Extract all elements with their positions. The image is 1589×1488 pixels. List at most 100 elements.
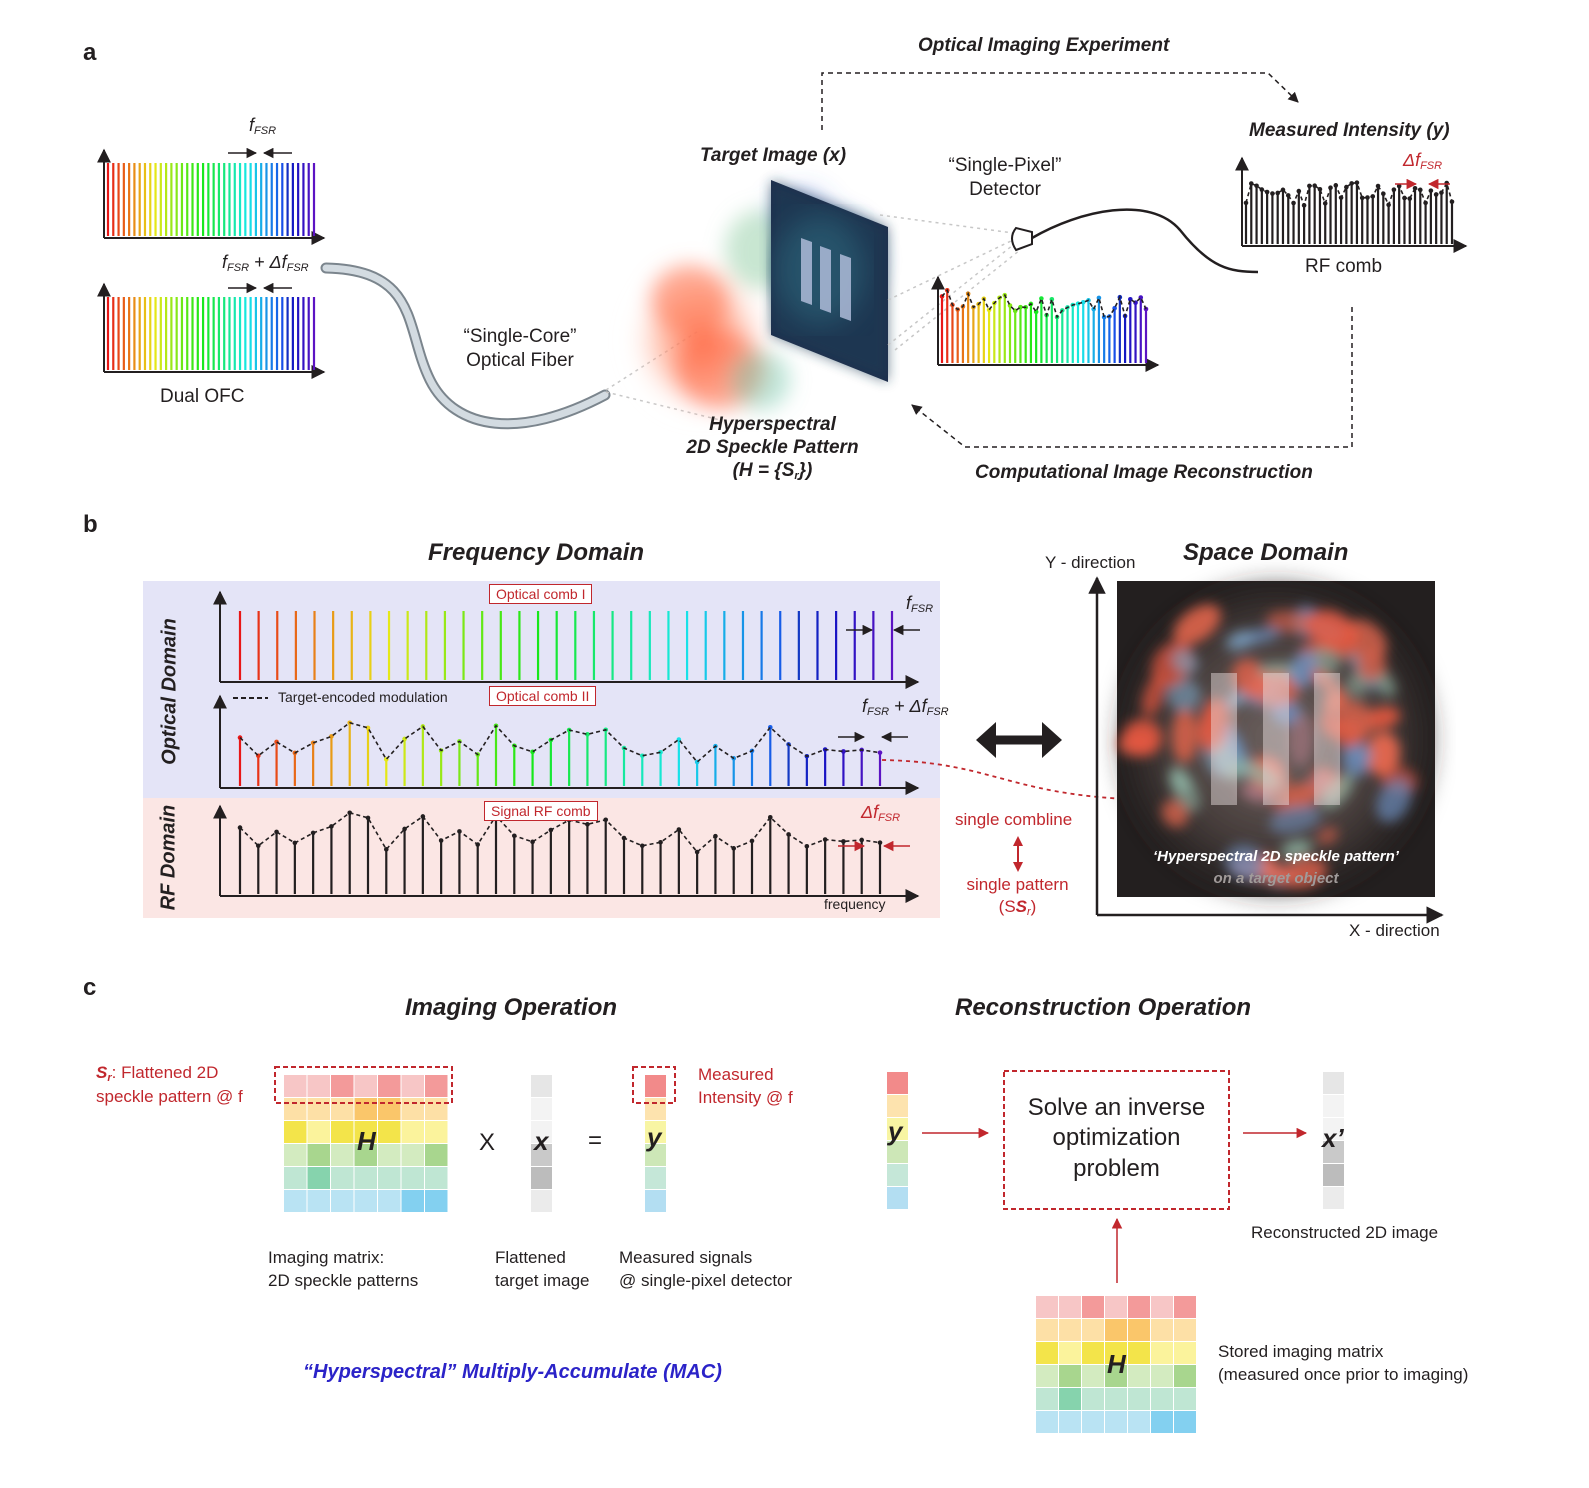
matrix-cell — [1323, 1118, 1344, 1140]
matrix-cell — [531, 1167, 552, 1189]
modulation-envelope — [941, 288, 1147, 319]
matrix-cell — [1059, 1342, 1081, 1364]
matrix-cell — [531, 1075, 552, 1097]
optical-comb-2-lines — [237, 720, 883, 786]
comb-tip — [1101, 314, 1107, 320]
speckle-blob — [1345, 673, 1369, 697]
space-domain-title: Space Domain — [1183, 539, 1349, 566]
measured-signals-caption: Measured signals @ single-pixel detector — [619, 1248, 792, 1290]
matrix-cell — [1036, 1388, 1058, 1410]
speckle-blob — [1321, 773, 1354, 810]
H-symbol-stored: H — [1107, 1349, 1126, 1379]
speckle-pattern-label: Hyperspectral 2D Speckle Pattern (H = {S… — [660, 414, 885, 482]
stored-matrix-caption-1: Stored imaging matrix — [1218, 1342, 1384, 1361]
speckle-line2: 2D Speckle Pattern — [686, 436, 859, 458]
comb-tip — [658, 839, 663, 845]
sr-row-highlight — [274, 1066, 453, 1104]
speckle-blob — [1171, 649, 1199, 675]
matrix-cell — [354, 1121, 377, 1143]
matrix-cell — [331, 1121, 354, 1143]
matrix-cell — [401, 1167, 424, 1189]
measured-vector-y — [645, 1075, 666, 1212]
speckle-blob — [1279, 857, 1328, 888]
experiment-loop-arrow — [821, 72, 1299, 130]
optical-comb-1-tag: Optical comb I — [489, 584, 593, 604]
matrix-cell — [1151, 1365, 1173, 1387]
matrix-cell — [307, 1167, 330, 1189]
speckle-blob — [1225, 630, 1254, 652]
speckle-blob — [1376, 778, 1412, 823]
matrix-cell — [645, 1098, 666, 1120]
comb-tip — [1365, 195, 1370, 200]
fiber-label-line2: Optical Fiber — [466, 349, 574, 371]
matrix-cell — [1128, 1365, 1150, 1387]
matrix-cell — [1151, 1342, 1173, 1364]
matrix-cell — [1036, 1319, 1058, 1341]
speckle-image — [1117, 581, 1435, 897]
matrix-cell — [307, 1121, 330, 1143]
y-symbol: y — [647, 1122, 662, 1152]
speckle-blob — [1142, 676, 1165, 717]
optical-comb-2-axes — [213, 694, 920, 795]
dual-ofc-label: Dual OFC — [160, 386, 245, 407]
matrix-cell — [1323, 1072, 1344, 1094]
matrix-cell — [1174, 1365, 1196, 1387]
speckle-blob — [1316, 827, 1339, 845]
target-object-caption: on a target object — [1213, 870, 1339, 887]
x-prime-symbol: x’ — [1322, 1123, 1344, 1153]
target-plane — [771, 180, 888, 382]
single-pattern-line2: (SSr) — [998, 896, 1037, 918]
single-pattern-label: single pattern (SSr) — [955, 875, 1080, 918]
matrix-cell — [307, 1190, 330, 1212]
matrix-cell — [284, 1144, 307, 1166]
matrix-cell — [378, 1098, 401, 1120]
matrix-cell — [887, 1118, 908, 1140]
reconstructed-caption: Reconstructed 2D image — [1251, 1223, 1439, 1242]
modulation-envelope — [239, 811, 881, 854]
detector-spectrum — [939, 287, 1149, 363]
speckle-caption: ‘Hyperspectral 2D speckle pattern’ — [1153, 848, 1399, 865]
combline-to-pattern-arrow — [881, 759, 1170, 807]
rf-domain-label: RF Domain — [157, 804, 180, 911]
fsr-label-top: fFSR — [249, 115, 277, 137]
x-direction-label: X - direction — [1349, 921, 1440, 940]
speckle-blob — [1234, 758, 1281, 788]
flattened-caption-2: target image — [495, 1270, 590, 1290]
mac-caption: “Hyperspectral” Multiply-Accumulate (MAC… — [303, 1361, 722, 1383]
fiber-label-line1: “Single-Core” — [463, 326, 577, 347]
speckle-blob — [1289, 650, 1319, 688]
stored-matrix-caption-2: (measured once prior to imaging) — [1218, 1364, 1469, 1384]
matrix-cell — [354, 1144, 377, 1166]
speckle-blob — [1198, 698, 1231, 753]
imaging-matrix-caption-1: Imaging matrix: — [268, 1248, 385, 1267]
speckle-blob — [1288, 712, 1314, 767]
matrix-cell — [425, 1190, 448, 1212]
comb-tip — [877, 840, 883, 845]
solver-text-2: optimization — [1052, 1124, 1181, 1152]
matrix-cell — [645, 1190, 666, 1212]
measured-intensity-note: Measured Intensity @ f — [698, 1065, 793, 1107]
panel-a-label: a — [83, 39, 97, 66]
speckle-blob — [1250, 672, 1300, 707]
matrix-cell — [1082, 1411, 1104, 1433]
solver-text: Solve an inverse optimization problem — [1004, 1094, 1229, 1182]
times-symbol: X — [479, 1129, 496, 1156]
matrix-cell — [425, 1121, 448, 1143]
dual-ofc-bottom-axes — [97, 282, 326, 379]
optical-domain-label: Optical Domain — [158, 618, 181, 765]
y-cell-highlight — [632, 1066, 676, 1104]
space-domain-axes — [1088, 576, 1444, 924]
matrix-cell — [1082, 1388, 1104, 1410]
speckle-line1: Hyperspectral — [709, 414, 836, 435]
solver-text-3: problem — [1073, 1154, 1160, 1182]
comb-tip — [877, 750, 883, 755]
panel-c-label: c — [83, 974, 97, 1001]
speckle-blob — [1311, 669, 1339, 692]
matrix-cell — [1323, 1141, 1344, 1163]
matrix-cell — [307, 1075, 330, 1097]
target-encoded-label: Target-encoded modulation — [278, 689, 448, 705]
rf-comb-axes — [1235, 156, 1468, 253]
speckle-blob — [1168, 766, 1201, 812]
